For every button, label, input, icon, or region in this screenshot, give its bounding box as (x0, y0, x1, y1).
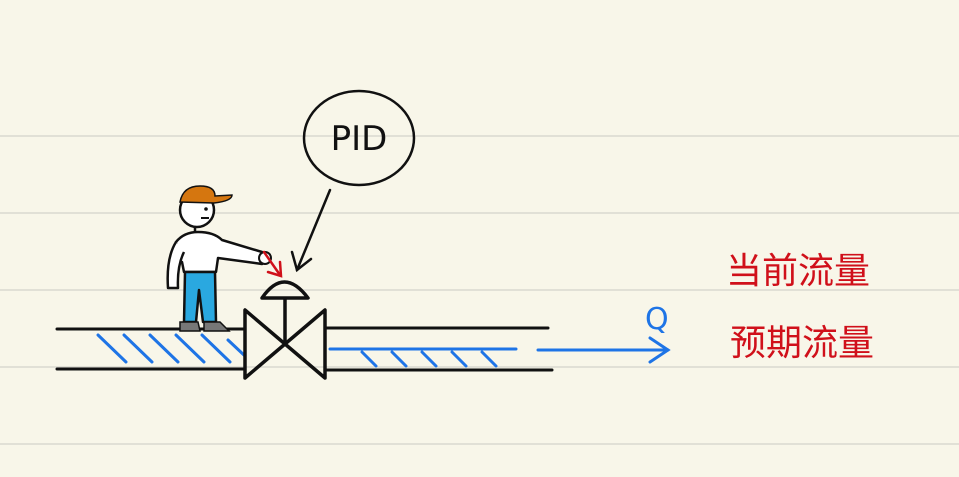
ruled-lines (0, 135, 959, 445)
outlet-pipe (323, 326, 554, 372)
pid-controller-bubble (302, 89, 416, 187)
outlet-flow-hatching (328, 347, 518, 368)
flow-arrow (536, 336, 671, 364)
adjust-arrow-icon (262, 250, 283, 278)
operator-person-icon (166, 185, 272, 332)
flow-symbol-label: Q (645, 302, 669, 337)
legend-current-flow: 当前流量 (726, 251, 870, 292)
pid-label: PID (331, 119, 388, 159)
inlet-flow-hatching (96, 333, 247, 364)
control-valve-icon (243, 280, 327, 380)
legend-expected-flow: 预期流量 (730, 323, 874, 364)
pid-to-valve-arrow (290, 188, 332, 273)
